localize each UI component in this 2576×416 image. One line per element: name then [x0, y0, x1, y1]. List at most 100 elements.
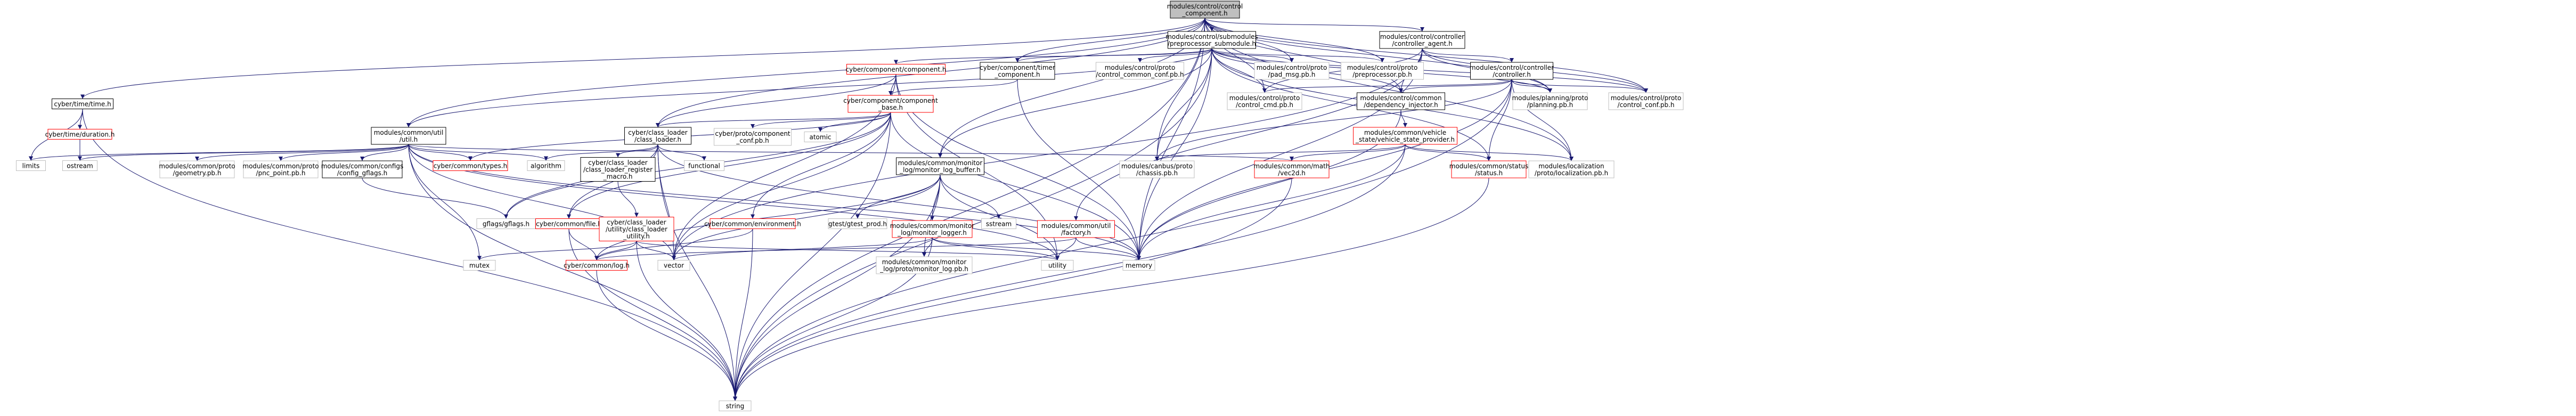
graph-node-cyber-time[interactable]: cyber/time/time.h — [52, 99, 113, 109]
graph-node-gflags[interactable]: gflags/gflags.h — [476, 218, 536, 229]
graph-node-class-loader-utility[interactable]: cyber/class_loader/utility/class_loader_… — [599, 217, 674, 241]
graph-node-util-h[interactable]: modules/common/util/util.h — [371, 127, 446, 145]
graph-node-cyber-types[interactable]: cyber/common/types.h — [433, 160, 508, 171]
graph-node-cyberproto-component-conf[interactable]: cyber/proto/component_conf.pb.h — [714, 128, 792, 146]
graph-node-ctrl-agent[interactable]: modules/control/controller/controller_ag… — [1379, 31, 1465, 49]
node-label-line: /planning.pb.h — [1527, 101, 1574, 109]
graph-node-pad-msg[interactable]: modules/control/proto/pad_msg.pb.h — [1254, 62, 1330, 80]
node-box — [1254, 160, 1330, 178]
node-label-line: cyber/component/component — [843, 97, 938, 104]
graph-node-preprocessor-pb[interactable]: modules/control/proto/preprocessor.pb.h — [1341, 62, 1424, 80]
graph-node-cyber-log[interactable]: cyber/common/log.h — [564, 260, 630, 271]
edge-monitor_log_buffer-to-monitor_log_pb — [922, 174, 941, 257]
graph-node-monitor-log-buffer[interactable]: modules/common/monitor_log/monitor_log_b… — [896, 157, 984, 175]
graph-node-cyber-duration[interactable]: cyber/time/duration.h — [45, 129, 115, 140]
graph-node-atomic[interactable]: atomic — [804, 132, 837, 142]
edge-submodule-to-string — [733, 48, 1212, 401]
edge-cyber_log-to-string — [596, 270, 737, 401]
node-label-line: modules/control/proto — [1105, 64, 1176, 71]
graph-node-ostream[interactable]: ostream — [62, 160, 97, 171]
node-label-line: /control_conf.pb.h — [1617, 101, 1674, 109]
node-label-line: modules/common/monitor — [898, 159, 983, 167]
graph-node-monitor-log-pb[interactable]: modules/common/monitor_log/proto/monitor… — [876, 256, 973, 274]
node-box — [981, 218, 1016, 229]
nodes-layer: modules/control/control_component.hmodul… — [16, 1, 1684, 411]
edge-submodule-to-control_conf_pb — [1211, 48, 1648, 93]
graph-node-cyber-environment[interactable]: cyber/common/environment.h — [704, 218, 801, 229]
graph-node-timer-component[interactable]: cyber/component/timer_component.h — [980, 62, 1055, 80]
graph-node-control-common-conf[interactable]: modules/control/proto/control_common_con… — [1096, 62, 1184, 80]
edge-vec2d-to-string — [733, 177, 1292, 401]
edge-root-to-string — [733, 18, 1205, 401]
node-label-line: ostream — [67, 162, 93, 170]
graph-node-control-cmd[interactable]: modules/control/proto/control_cmd.pb.h — [1227, 92, 1302, 110]
edge-config_gflags-to-gflags — [362, 177, 508, 219]
edge-util_h-to-algorithm — [408, 144, 548, 161]
graph-node-component-base[interactable]: cyber/component/component_base.h — [843, 95, 938, 113]
node-label-line: cyber/common/types.h — [434, 162, 507, 170]
graph-node-root[interactable]: modules/control/control_component.h — [1167, 1, 1243, 19]
graph-node-class-loader-register[interactable]: cyber/class_loader/class_loader_register… — [580, 157, 656, 182]
node-box — [1451, 160, 1527, 178]
graph-node-vec2d[interactable]: modules/common/math/vec2d.h — [1254, 160, 1330, 178]
edge-util_h-to-cyber_types — [408, 144, 472, 161]
node-box — [828, 218, 887, 229]
node-label-line: _component.h — [1181, 10, 1227, 17]
graph-node-config-gflags[interactable]: modules/common/configs/config_gflags.h — [321, 160, 404, 178]
node-box — [566, 260, 627, 271]
node-label-line: modules/common/util — [1041, 222, 1111, 230]
edge-class_loader_utility-to-mutex — [477, 241, 637, 260]
graph-node-localization-pb[interactable]: modules/localization/proto/localization.… — [1528, 160, 1615, 178]
graph-node-control-conf-pb[interactable]: modules/control/proto/control_conf.pb.h — [1608, 92, 1684, 110]
node-label-line: sstream — [986, 221, 1012, 228]
graph-node-chassis-pb[interactable]: modules/canbus/proto/chassis.pb.h — [1119, 160, 1195, 178]
node-label-line: /preprocessor.pb.h — [1352, 71, 1412, 78]
graph-node-vector[interactable]: vector — [657, 260, 690, 271]
edge-root-to-cyber_time — [80, 18, 1205, 99]
graph-node-monitor-logger[interactable]: modules/common/monitor_log/monitor_logge… — [890, 220, 975, 238]
graph-node-submodule[interactable]: modules/control/submodules/preprocessor_… — [1165, 31, 1258, 49]
graph-node-status-h[interactable]: modules/common/status/status.h — [1449, 160, 1528, 178]
graph-node-gtest-prod[interactable]: gtest/gtest_prod.h — [828, 218, 887, 229]
graph-node-algorithm[interactable]: algorithm — [527, 160, 565, 171]
edge-controller_h-to-string — [733, 79, 1512, 401]
graph-node-limits[interactable]: limits — [16, 160, 46, 171]
edge-root-to-ctrl_agent — [1204, 18, 1424, 32]
edge-factory_h-to-cyber_log — [594, 237, 1077, 260]
graph-node-pnc-point-pb[interactable]: modules/common/proto/pnc_point.pb.h — [242, 160, 319, 178]
graph-node-dependency-injector[interactable]: modules/control/common/dependency_inject… — [1357, 92, 1445, 110]
graph-node-cyber-component[interactable]: cyber/component/component.h — [846, 64, 947, 75]
edge-component_base-to-class_loader — [656, 112, 891, 128]
node-box — [1037, 220, 1115, 238]
node-label-line: modules/control/proto — [1229, 94, 1300, 102]
graph-node-geometry-pb[interactable]: modules/common/proto/geometry.pb.h — [159, 160, 235, 178]
graph-node-sstream[interactable]: sstream — [981, 218, 1016, 229]
node-label-line: modules/common/math — [1254, 162, 1330, 170]
node-box — [62, 160, 97, 171]
graph-node-cyber-file[interactable]: cyber/common/file.h — [535, 218, 602, 229]
node-label-line: modules/control/proto — [1257, 64, 1327, 71]
graph-node-utility[interactable]: utility — [1041, 260, 1074, 271]
graph-node-factory-h[interactable]: modules/common/util/factory.h — [1037, 220, 1115, 238]
edge-factory_h-to-utility — [1055, 237, 1077, 260]
graph-node-string[interactable]: string — [719, 401, 752, 411]
node-box — [847, 95, 934, 113]
node-label-line: /vec2d.h — [1278, 169, 1306, 177]
node-label-line: cyber/common/file.h — [536, 221, 602, 228]
node-label-line: cyber/proto/component — [715, 130, 790, 137]
graph-node-planning-pb[interactable]: modules/planning/proto/planning.pb.h — [1512, 92, 1588, 110]
edge-component_base-to-string — [733, 112, 891, 401]
graph-node-class-loader[interactable]: cyber/class_loader/class_loader.h — [624, 127, 691, 145]
graph-node-vehicle-state-provider[interactable]: modules/common/vehicle_state/vehicle_sta… — [1353, 127, 1457, 145]
edge-util_h-to-ostream — [78, 144, 409, 161]
graph-node-controller-h[interactable]: modules/control/controller/controller.h — [1470, 62, 1554, 80]
graph-node-functional[interactable]: functional — [684, 160, 724, 171]
node-label-line: /class_loader.h — [634, 136, 681, 143]
node-label-line: cyber/class_loader — [588, 159, 647, 167]
graph-node-mutex[interactable]: mutex — [463, 260, 496, 271]
node-label-line: mutex — [469, 262, 490, 270]
graph-node-memory[interactable]: memory — [1122, 260, 1155, 271]
node-box — [1512, 92, 1588, 110]
node-box — [322, 160, 403, 178]
